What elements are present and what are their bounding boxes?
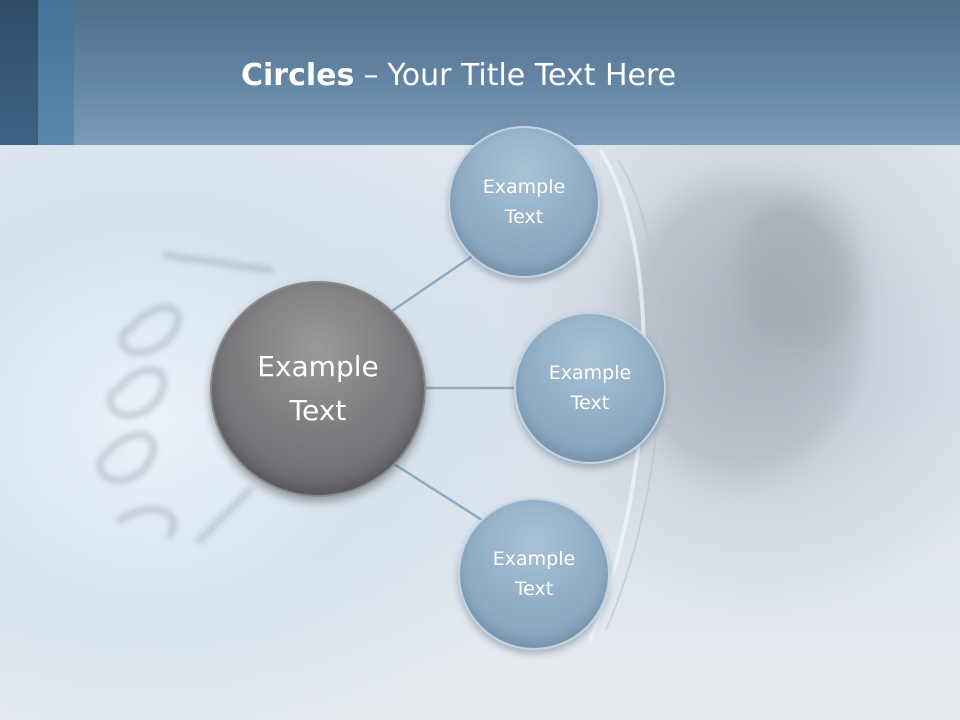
- center-circle-label: Example Text: [233, 345, 403, 433]
- node-3-label-line2: Text: [514, 578, 554, 600]
- center-label-line2: Text: [289, 394, 347, 427]
- connector-line-1: [391, 253, 475, 313]
- center-circle[interactable]: Example Text: [210, 281, 426, 497]
- node-2-label-line1: Example: [548, 362, 632, 384]
- node-3-label-line1: Example: [492, 548, 576, 570]
- node-1-label-line1: Example: [482, 176, 566, 198]
- node-2-label: Example Text: [531, 358, 649, 418]
- connector-line-3: [393, 462, 483, 522]
- title-bold-part: Circles: [241, 58, 355, 93]
- node-circle-2[interactable]: Example Text: [514, 312, 666, 464]
- slide-title: Circles–Your Title Text Here: [241, 52, 676, 100]
- title-separator: –: [363, 58, 379, 93]
- node-3-label: Example Text: [475, 544, 593, 604]
- banner-accent-mid: [38, 0, 74, 145]
- node-circle-1[interactable]: Example Text: [448, 126, 600, 278]
- node-2-label-line2: Text: [570, 392, 610, 414]
- node-1-label: Example Text: [465, 172, 583, 232]
- title-banner: Circles–Your Title Text Here: [0, 0, 960, 145]
- title-rest: Your Title Text Here: [387, 58, 677, 93]
- node-circle-3[interactable]: Example Text: [458, 498, 610, 650]
- center-label-line1: Example: [257, 350, 379, 383]
- node-1-label-line2: Text: [504, 206, 544, 228]
- banner-accent-dark: [0, 0, 38, 145]
